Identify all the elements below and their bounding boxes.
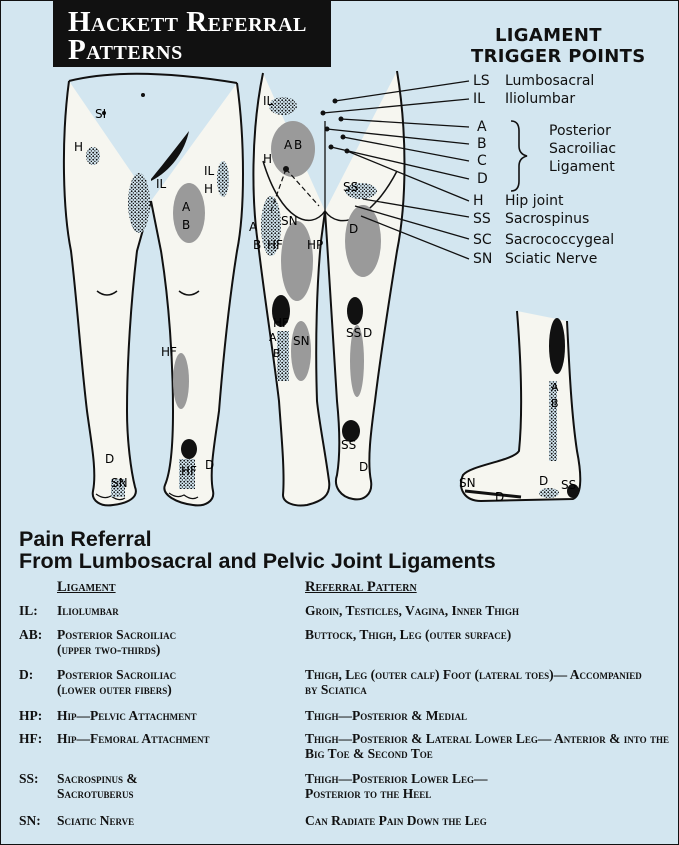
back-label-d-heel: D [359, 460, 368, 474]
back-label-sn-calf: SN [293, 334, 310, 348]
back-label-sn-upper: SN [281, 214, 298, 228]
row-ligament: Iliolumbar [57, 603, 282, 618]
front-label-il-outer: IL [204, 164, 215, 178]
back-view-figure: IL A B H SN A B HF HP SS D SS HF SN SS D… [249, 71, 405, 506]
front-label-il-inner: IL [156, 177, 167, 191]
row-ligament: Hip—Pelvic Attachment [57, 708, 282, 723]
key-title-line-1: LIGAMENT [495, 25, 602, 46]
row-code: HF: [19, 731, 42, 746]
key-code: D [477, 171, 509, 187]
key-name: Sacrococcygeal [505, 232, 614, 248]
row-code: HP: [19, 708, 42, 723]
front-label-a: A [182, 200, 191, 214]
row-code: D: [19, 667, 33, 682]
key-code: A [477, 119, 509, 135]
back-label-hp: HP [307, 238, 323, 252]
posterior-label-2: Sacroiliac [549, 141, 616, 157]
side-label-ss: SS [561, 478, 576, 492]
back-label-ss-heel: SS [341, 438, 356, 452]
row-ligament: Hip—Femoral Attachment [57, 731, 282, 746]
row-referral: Thigh—Posterior Lower Leg— Posterior to … [305, 771, 535, 801]
side-view-figure: A B SN D D SS [459, 311, 580, 504]
key-code: SS [473, 211, 505, 227]
row-code: AB: [19, 627, 42, 642]
key-code: SN [473, 251, 505, 267]
back-label-h: H [263, 152, 272, 166]
front-label-h-left: H [74, 140, 83, 154]
row-ligament: Sacrospinus & Sacrotuberus [57, 771, 177, 801]
key-code: IL [473, 91, 505, 107]
row-referral: Thigh—Posterior & Medial [305, 708, 675, 723]
front-label-si: SI [95, 107, 106, 121]
side-label-d-toe: D [495, 490, 504, 504]
back-label-a-upper: A [284, 138, 293, 152]
back-label-b-upper: B [294, 138, 302, 152]
key-code: C [477, 153, 509, 169]
front-label-d-left: D [105, 452, 114, 466]
row-code: IL: [19, 603, 38, 618]
key-code: LS [473, 73, 505, 89]
key-code: SC [473, 232, 505, 248]
side-label-b: B [551, 397, 559, 410]
front-label-sn: SN [111, 476, 128, 490]
back-label-il: IL [263, 94, 274, 108]
key-item-a: A [477, 119, 509, 135]
back-label-a-lower: A [269, 331, 277, 344]
key-code: B [477, 136, 509, 152]
row-referral: Buttock, Thigh, Leg (outer surface) [305, 627, 675, 642]
back-label-hf-calf: HF [273, 316, 289, 330]
key-item-c: C [477, 153, 509, 169]
back-label-b-thigh: B [253, 238, 261, 252]
front-label-hf-foot: HF [181, 464, 197, 478]
posterior-brace [511, 121, 527, 191]
column-header-ligament: Ligament [57, 579, 116, 596]
key-item-b: B [477, 136, 509, 152]
back-label-b-lower: B [273, 347, 281, 360]
section-heading-1: Pain Referral [19, 528, 152, 550]
front-label-b: B [182, 218, 190, 232]
back-label-a-thigh: A [249, 220, 258, 234]
back-label-ss-calf: SS [346, 326, 361, 340]
key-name: Iliolumbar [505, 91, 575, 107]
column-header-referral: Referral Pattern [305, 579, 417, 596]
back-label-ss-upper: SS [343, 180, 358, 194]
front-label-d-right: D [205, 458, 214, 472]
posterior-label-3: Ligament [549, 159, 615, 175]
key-name: Sacrospinus [505, 211, 589, 227]
key-name: Hip joint [505, 193, 563, 209]
row-code: SS: [19, 771, 39, 786]
back-label-d-mid: D [363, 326, 372, 340]
back-label-ss-d-thigh: D [349, 222, 358, 236]
row-ligament: Posterior Sacroiliac (upper two-thirds) [57, 627, 197, 657]
row-ligament: Sciatic Nerve [57, 813, 282, 828]
front-view-figure: SI H IL IL H A B HF D SN HF D [64, 74, 243, 506]
key-code: H [473, 193, 505, 209]
row-referral: Thigh—Posterior & Lateral Lower Leg— Ant… [305, 731, 675, 761]
back-label-hf-upper: HF [267, 238, 283, 252]
posterior-label-1: Posterior [549, 123, 611, 139]
key-name: Lumbosacral [505, 73, 594, 89]
key-title-line-2: TRIGGER POINTS [471, 46, 646, 67]
section-heading-2: From Lumbosacral and Pelvic Joint Ligame… [19, 550, 496, 572]
front-label-hf-thigh: HF [161, 345, 177, 359]
side-label-a: A [551, 381, 559, 394]
key-name: Sciatic Nerve [505, 251, 597, 267]
row-referral: Groin, Testicles, Vagina, Inner Thigh [305, 603, 675, 618]
side-label-sn: SN [459, 476, 476, 490]
key-item-d: D [477, 171, 509, 187]
row-referral: Thigh, Leg (outer calf) Foot (lateral to… [305, 667, 655, 697]
row-ligament: Posterior Sacroiliac (lower outer fibers… [57, 667, 197, 697]
row-referral: Can Radiate Pain Down the Leg [305, 813, 675, 828]
side-label-d-heel: D [539, 474, 548, 488]
row-code: SN: [19, 813, 41, 828]
front-label-h-right: H [204, 182, 213, 196]
